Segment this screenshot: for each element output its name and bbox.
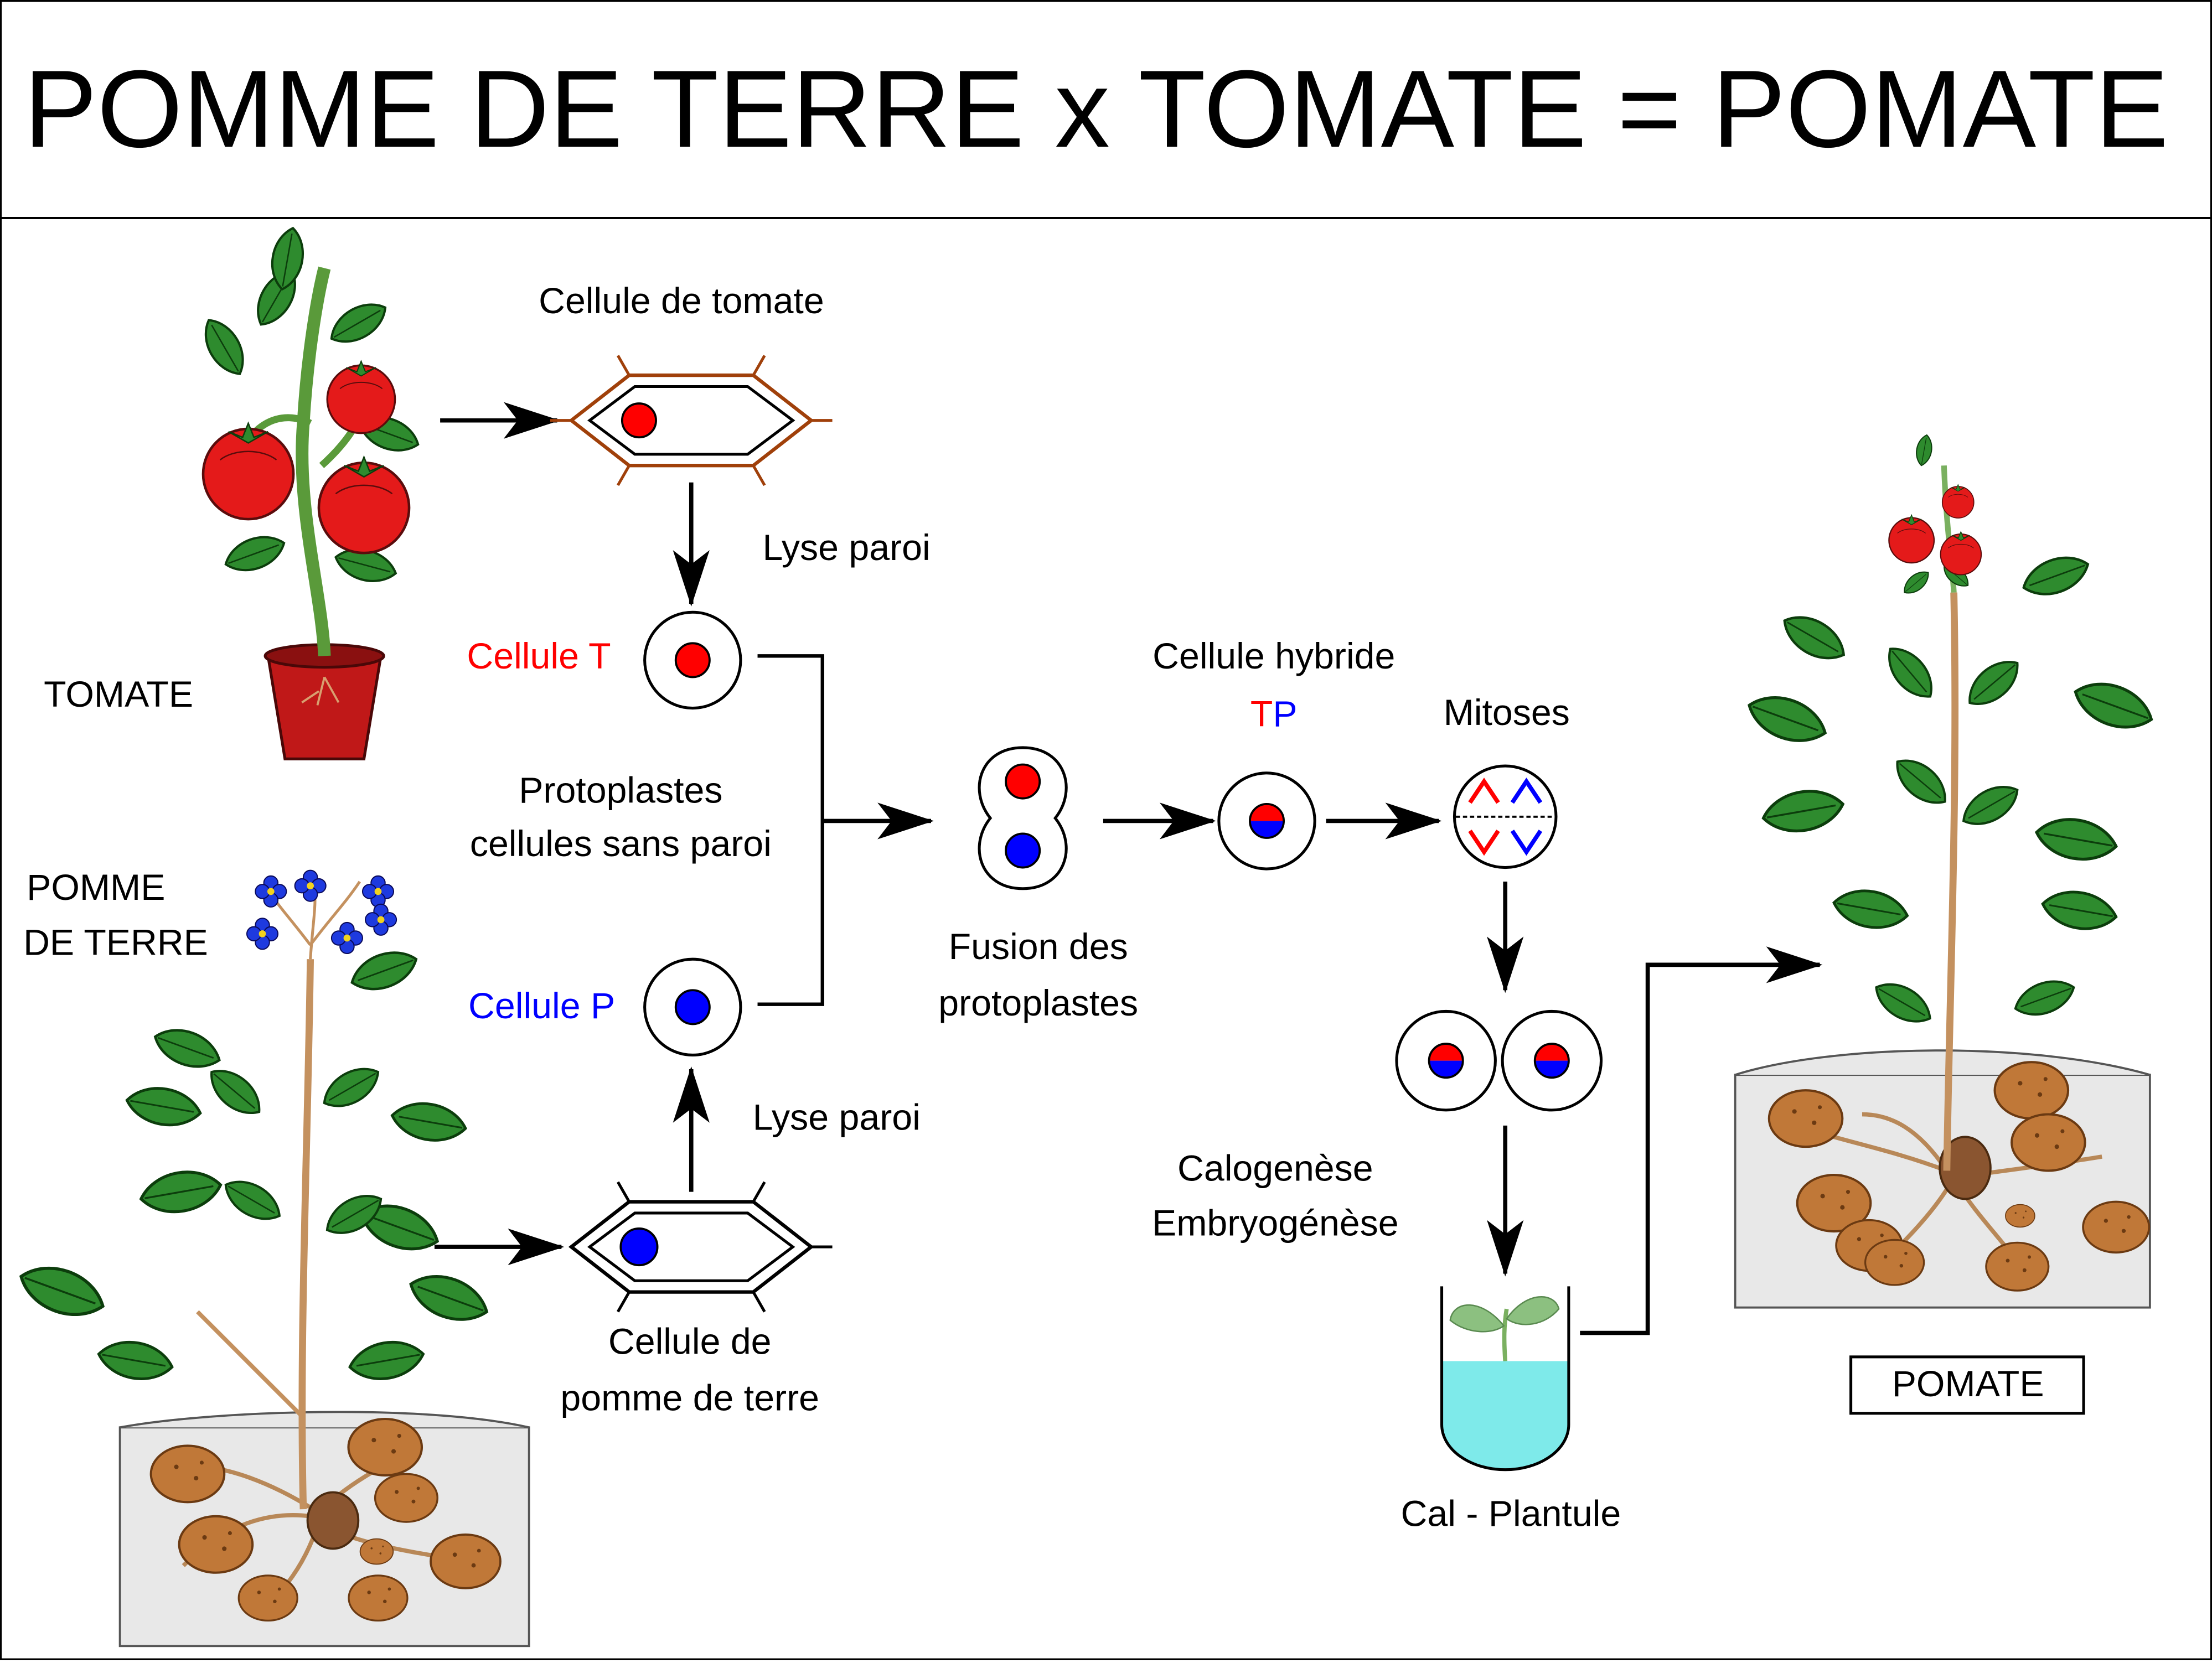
- hybrid-p-letter: P: [1273, 694, 1297, 735]
- callus-label: Cal - Plantule: [1401, 1494, 1621, 1535]
- arrow-to-pomato: [1580, 946, 1823, 1335]
- lysis-bottom-label: Lyse paroi: [753, 1097, 921, 1138]
- protoplasts-label-line1: Protoplastes: [519, 770, 722, 811]
- page-title: POMME DE TERRE x TOMATE = POMATE: [24, 48, 2169, 170]
- fusion-label-line1: Fusion des: [949, 926, 1128, 967]
- potato-plant-illustration: [14, 869, 530, 1648]
- mitoses-label: Mitoses: [1444, 692, 1570, 733]
- hybrid-t-letter: T: [1250, 694, 1273, 735]
- callus-tube: [1440, 1286, 1570, 1472]
- protoplast-p: [643, 957, 742, 1057]
- protoplasts-label-line2: cellules sans paroi: [470, 823, 772, 864]
- tomato-cell: [550, 355, 833, 486]
- potato-label-line1: POMME: [27, 867, 165, 908]
- calogenesis-label-line2: Embryogénèse: [1152, 1203, 1399, 1244]
- fusion-label-line2: protoplastes: [938, 983, 1138, 1024]
- tomato-cell-label: Cellule de tomate: [539, 281, 824, 322]
- lysis-top-label: Lyse paroi: [762, 527, 930, 568]
- tomato-nucleus: [621, 402, 657, 439]
- pomato-plant-illustration: [1734, 433, 2158, 1309]
- hybrid-label: Cellule hybride: [1152, 636, 1395, 677]
- title-box: [0, 0, 2212, 219]
- protoplast-p-label: Cellule P: [468, 986, 615, 1027]
- result-label: POMATE: [1892, 1364, 2044, 1405]
- daughter-cells: [1395, 1009, 1603, 1112]
- result-label-box: [1849, 1355, 2085, 1415]
- potato-cell-label-line2: pomme de terre: [560, 1378, 819, 1419]
- hybrid-tp-label: TP: [1250, 694, 1298, 735]
- tomato-plant-illustration: [196, 226, 423, 760]
- diagram-frame: [0, 217, 2212, 1661]
- potato-label-line2: DE TERRE: [23, 923, 208, 963]
- fused-protoplasts: [978, 746, 1068, 890]
- protoplast-t: [643, 610, 742, 710]
- mitosis-cell: [1453, 764, 1558, 869]
- merge-bracket: [757, 654, 824, 1006]
- protoplast-t-label: Cellule T: [467, 636, 611, 677]
- potato-cell-label-line1: Cellule de: [608, 1322, 772, 1362]
- potato-cell: [568, 1181, 833, 1313]
- tomato-label: TOMATE: [44, 674, 193, 715]
- calogenesis-label-line1: Calogenèse: [1177, 1148, 1373, 1189]
- potato-nucleus: [619, 1227, 659, 1267]
- hybrid-cell: [1217, 771, 1316, 871]
